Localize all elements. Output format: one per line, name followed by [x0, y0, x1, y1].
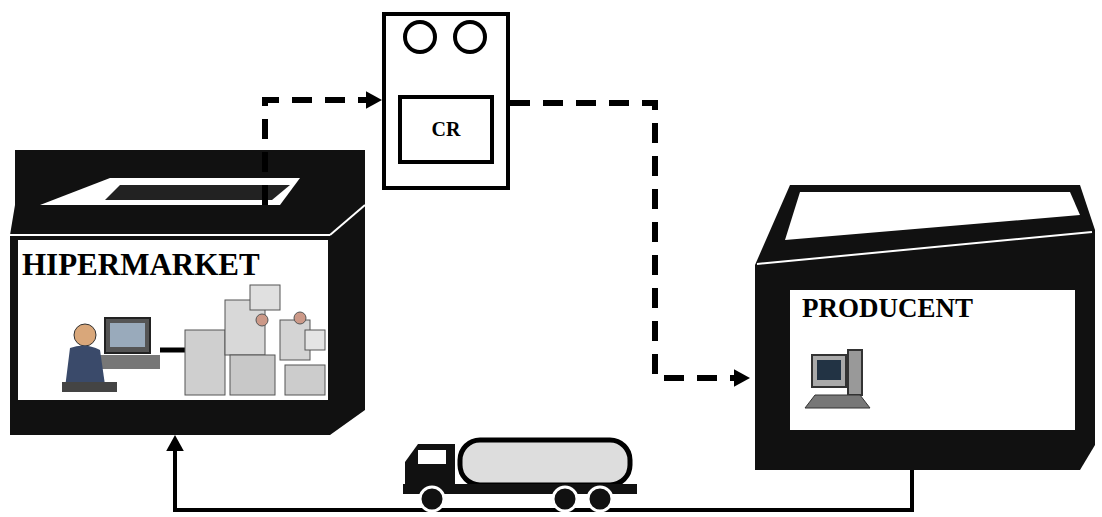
- device-knob: [455, 22, 485, 52]
- producer-box: PRODUCENT: [750, 185, 1095, 470]
- node-label: PRODUCENT: [802, 293, 973, 324]
- box-opening: [785, 192, 1080, 240]
- arrow-head: [734, 369, 750, 387]
- store-box: HIPERMARKET: [10, 205, 365, 435]
- box-shape: [755, 185, 1095, 470]
- node-label: HIPERMARKET: [22, 247, 260, 283]
- truck-icon: [403, 440, 637, 511]
- warehouse-icon: [185, 285, 325, 395]
- box-edge: [330, 205, 365, 235]
- computer-icon: [805, 350, 870, 408]
- office-worker-icon: [62, 318, 160, 392]
- arrow-head: [166, 435, 184, 451]
- box-edge: [10, 234, 330, 236]
- connector-line: [265, 100, 368, 205]
- connector-line: [510, 103, 736, 378]
- data-flow-arrow: [265, 91, 382, 205]
- connection-line: [160, 348, 188, 353]
- box-edge: [757, 232, 1092, 264]
- node-label: CR: [398, 95, 494, 164]
- control-device: CR: [382, 12, 510, 190]
- delivery-arrow: [166, 435, 912, 510]
- box-panel: [790, 290, 1075, 430]
- box-opening: [40, 178, 300, 205]
- data-flow-arrow: [510, 103, 750, 387]
- box-shape: [10, 150, 365, 435]
- device-knob: [405, 22, 435, 52]
- box-panel: [18, 240, 328, 400]
- arrow-head: [366, 91, 382, 109]
